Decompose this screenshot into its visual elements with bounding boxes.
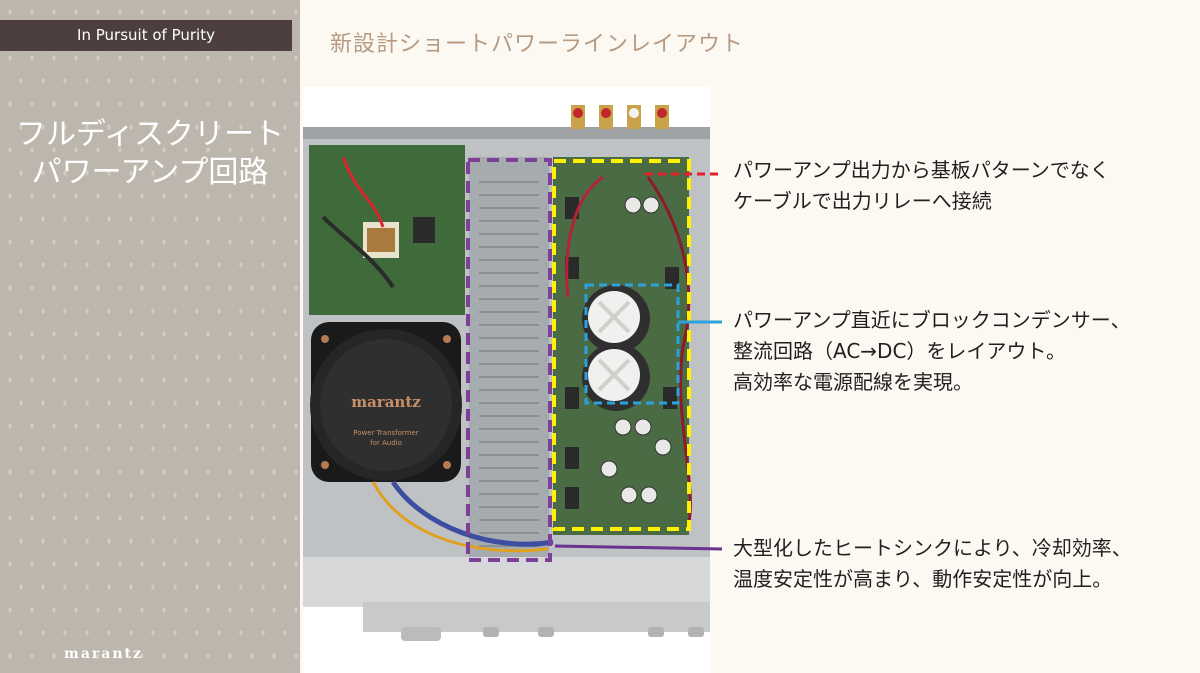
transformer-label-2: for Audio — [370, 439, 402, 447]
amplifier-interior-photo: marantz Power Transformer for Audio — [303, 87, 710, 673]
callout-2-line-3: 高効率な電源配線を実現。 — [733, 370, 973, 394]
power-transformer: marantz Power Transformer for Audio — [310, 322, 462, 482]
sidebar-pattern — [8, 9, 298, 659]
callout-1-line-2: ケーブルで出力リレーへ接続 — [733, 189, 992, 213]
transformer-brand: marantz — [351, 393, 421, 411]
callout-heatsink: 大型化したヒートシンクにより、冷却効率、 温度安定性が高まり、動作安定性が向上。 — [733, 533, 1132, 595]
section-heading-line-1: フルディスクリート — [16, 117, 284, 152]
brand-logo: marantz — [64, 646, 143, 662]
transformer-label-1: Power Transformer — [353, 429, 419, 437]
callout-capacitor: パワーアンプ直近にブロックコンデンサー、 整流回路（AC→DC）をレイアウト。 … — [733, 305, 1131, 398]
section-tag: In Pursuit of Purity — [0, 20, 292, 51]
heatsink-highlight — [466, 158, 552, 562]
section-heading: フルディスクリート パワーアンプ回路 — [0, 116, 300, 192]
section-heading-line-2: パワーアンプ回路 — [31, 155, 269, 190]
sidebar: In Pursuit of Purity フルディスクリート パワーアンプ回路 … — [0, 0, 300, 673]
capacitor-highlight — [584, 283, 680, 405]
power-amp-highlight — [552, 159, 691, 531]
front-panel — [303, 557, 710, 607]
callout-1-line-1: パワーアンプ出力から基板パターンでなく — [733, 158, 1110, 182]
rear-terminals — [571, 105, 669, 129]
callout-3-line-2: 温度安定性が高まり、動作安定性が向上。 — [733, 567, 1113, 591]
callout-2-line-1: パワーアンプ直近にブロックコンデンサー、 — [733, 308, 1131, 332]
callout-2-line-2: 整流回路（AC→DC）をレイアウト。 — [733, 339, 1067, 363]
page-title: 新設計ショートパワーラインレイアウト — [330, 32, 745, 57]
callout-3-line-1: 大型化したヒートシンクにより、冷却効率、 — [733, 536, 1132, 560]
heatsink — [469, 157, 549, 557]
callout-output-cable: パワーアンプ出力から基板パターンでなく ケーブルで出力リレーへ接続 — [733, 155, 1110, 217]
